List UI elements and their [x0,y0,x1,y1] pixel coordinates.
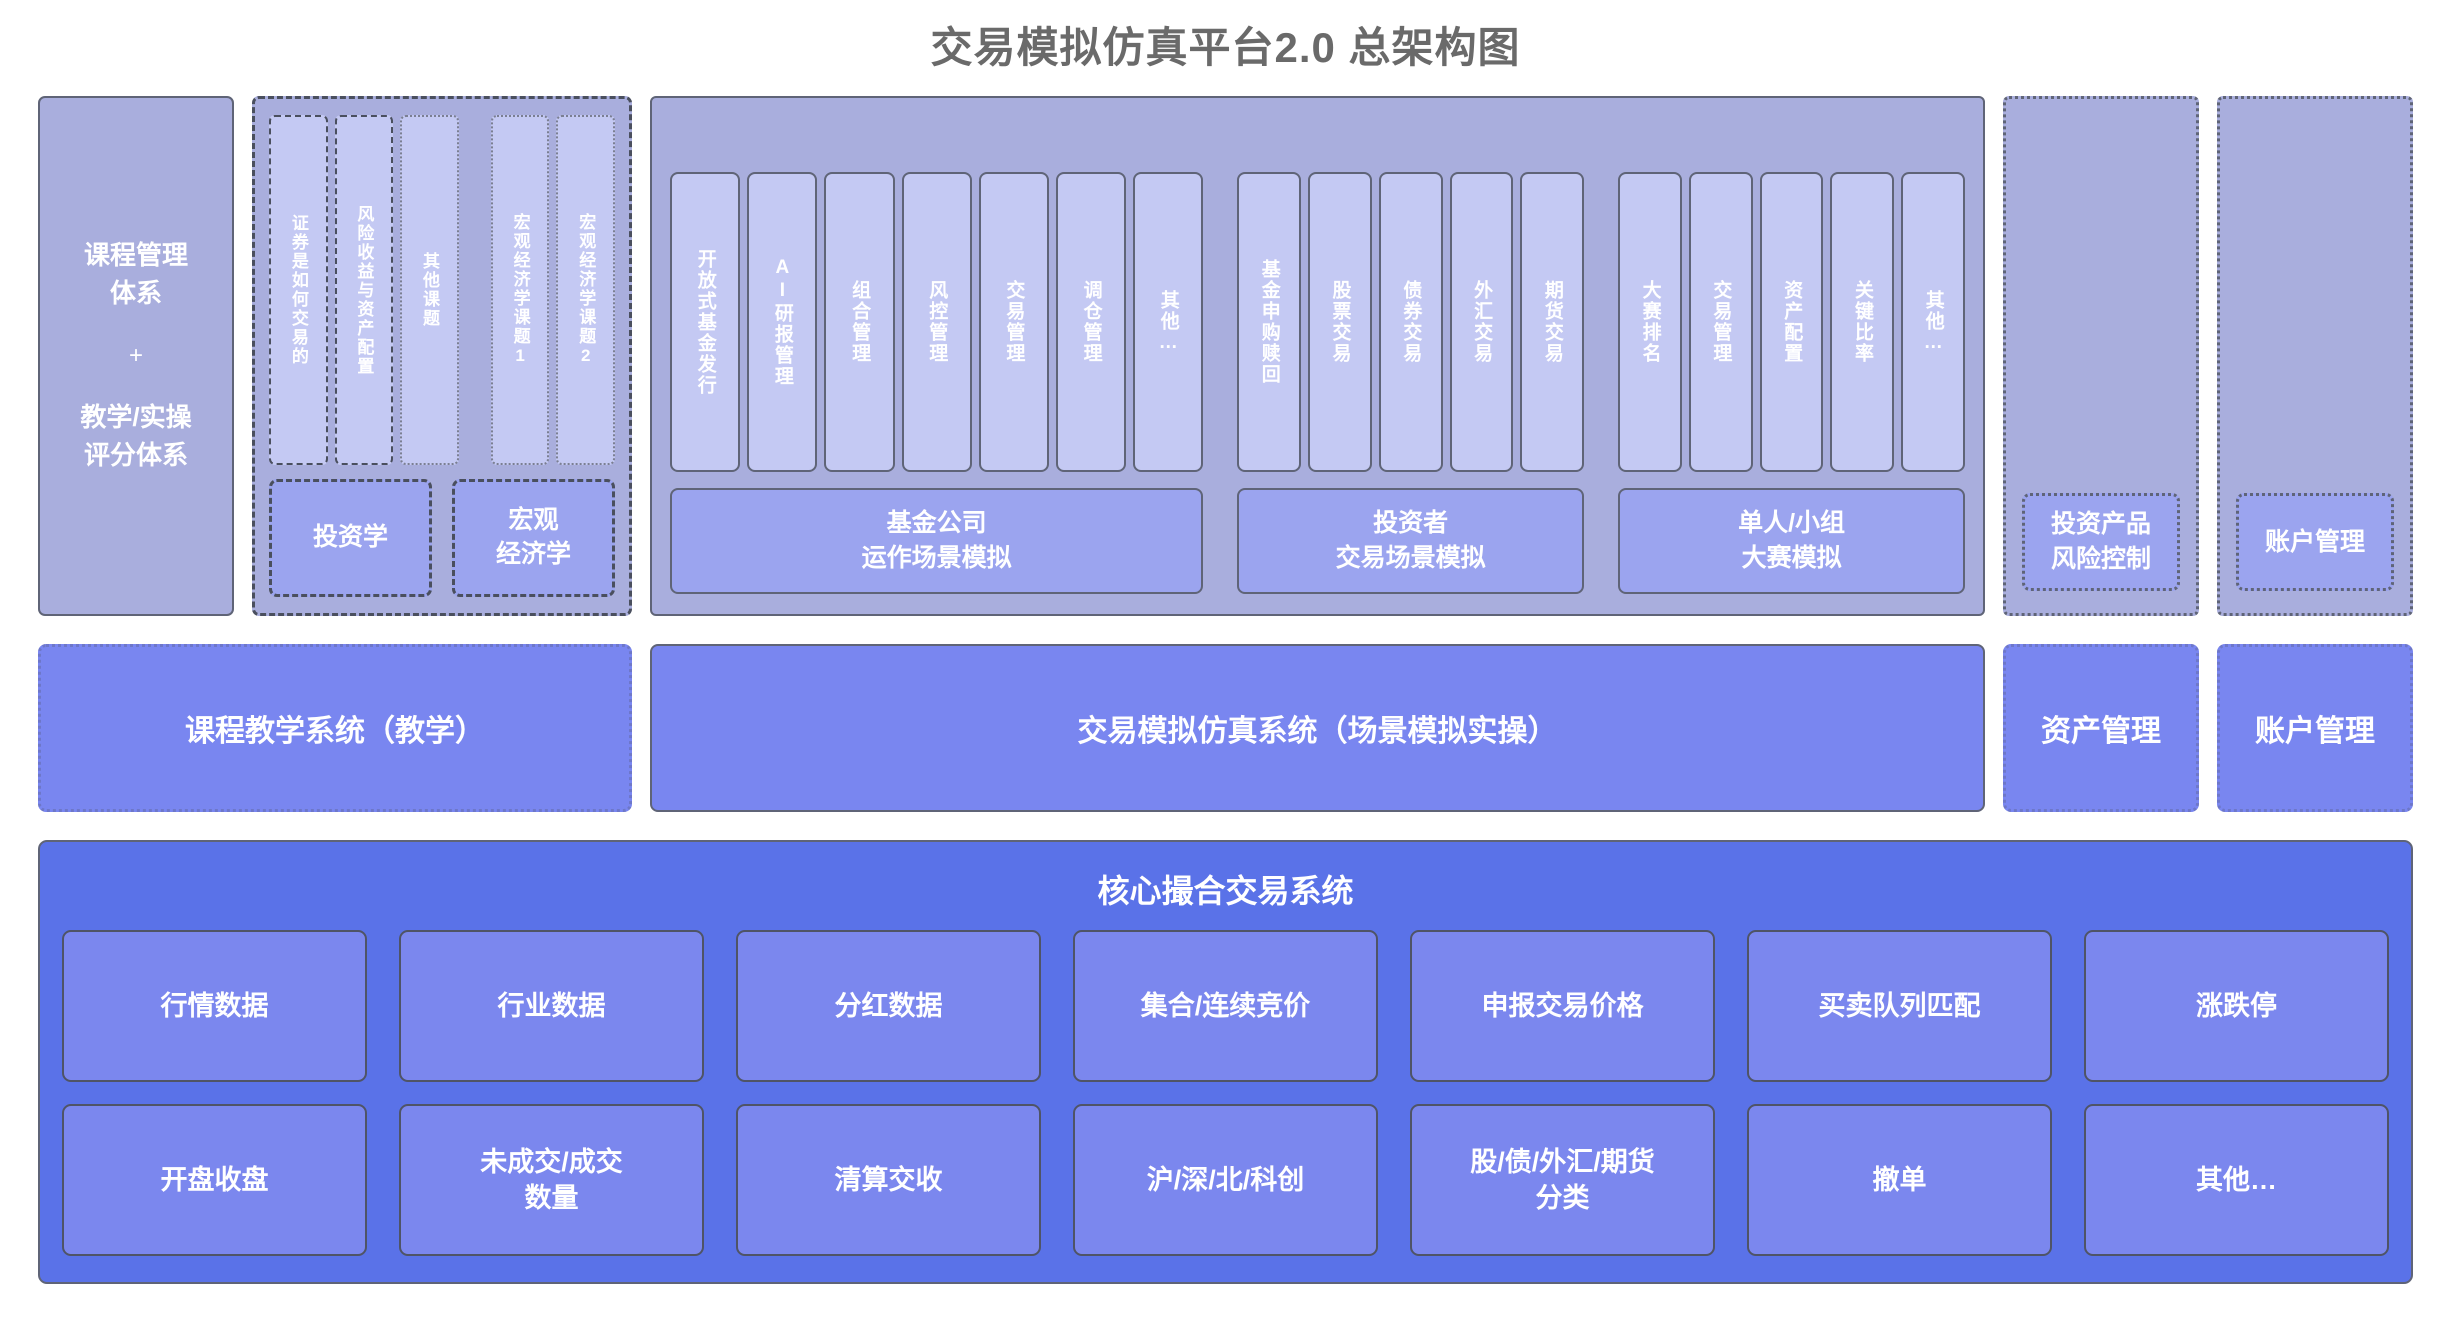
core-card[interactable]: 集合/连续竞价 [1073,930,1378,1082]
middle-account-management[interactable]: 账户管理 [2217,644,2413,812]
sim-card[interactable]: 交易管理 [978,172,1049,472]
core-system-title: 核心撮合交易系统 [1097,873,1354,909]
sim-card[interactable]: 开放式基金发行 [670,172,741,472]
sim-card[interactable]: 外汇交易 [1449,172,1514,472]
subject-card-label: 其他课题 [420,252,439,328]
caption-fund-company[interactable]: 基金公司 运作场景模拟 [670,488,1204,594]
subject-card[interactable]: 证券是如何交易的 [269,115,328,465]
sim-card-label: 资产配置 [1781,280,1803,364]
simulation-group-contest: 大赛排名 交易管理 资产配置 关键比率 其他… [1618,172,1966,472]
subject-card-list: 证券是如何交易的 风险收益与资产配置 其他课题 宏观经济学课题1 宏观经济学课题… [269,115,615,465]
core-card[interactable]: 涨跌停 [2084,930,2389,1082]
risk-control-button[interactable]: 投资产品 风险控制 [2022,493,2180,591]
sim-card-label: AI研报管理 [771,257,793,387]
sim-card-label: 股票交易 [1329,280,1351,364]
subjects-column: 证券是如何交易的 风险收益与资产配置 其他课题 宏观经济学课题1 宏观经济学课题… [252,96,632,616]
subject-card-label: 证券是如何交易的 [288,214,308,366]
account-management-column: 账户管理 [2217,96,2413,616]
subject-card-label: 宏观经济学课题2 [576,213,596,367]
core-card[interactable]: 买卖队列匹配 [1747,930,2052,1082]
simulation-card-groups: 开放式基金发行 AI研报管理 组合管理 风控管理 交易管理 调仓管理 其他… 基… [670,172,1966,472]
sim-card-label: 调仓管理 [1080,280,1102,364]
sim-card-label: 外汇交易 [1471,280,1493,364]
sim-card-label: 关键比率 [1851,280,1873,364]
sim-card[interactable]: 组合管理 [824,172,895,472]
subject-course-buttons: 投资学 宏观 经济学 [269,479,615,597]
core-card[interactable]: 撤单 [1747,1104,2052,1256]
course-management-label: 课程管理 体系 [83,240,188,308]
core-card[interactable]: 行业数据 [399,930,704,1082]
scoring-system-label: 教学/实操 评分体系 [80,402,192,471]
sim-card[interactable]: 风控管理 [901,172,972,472]
core-card[interactable]: 清算交收 [736,1104,1041,1256]
middle-layer-row: 课程教学系统（教学） 交易模拟仿真系统（场景模拟实操） 资产管理 账户管理 [0,616,2451,812]
simulation-group-captions: 基金公司 运作场景模拟 投资者 交易场景模拟 单人/小组 大赛模拟 [670,488,1966,594]
top-layer-row: 课程管理 体系 + 教学/实操 评分体系 证券是如何交易的 风险收益与资产配置 … [0,96,2451,616]
core-card[interactable]: 开盘收盘 [62,1104,367,1256]
core-card[interactable]: 沪/深/北/科创 [1073,1104,1378,1256]
account-management-button[interactable]: 账户管理 [2236,493,2394,591]
core-system-grid: 行情数据 行业数据 分红数据 集合/连续竞价 申报交易价格 买卖队列匹配 涨跌停… [62,930,2389,1256]
sim-card[interactable]: 关键比率 [1830,172,1895,472]
middle-simulation-system[interactable]: 交易模拟仿真系统（场景模拟实操） [650,644,1985,812]
sim-card[interactable]: 其他… [1901,172,1966,472]
sim-card-label: 交易管理 [1710,280,1732,364]
core-matching-system: 核心撮合交易系统 行情数据 行业数据 分红数据 集合/连续竞价 申报交易价格 买… [38,840,2413,1284]
core-row: 开盘收盘 未成交/成交 数量 清算交收 沪/深/北/科创 股/债/外汇/期货 分… [62,1104,2389,1256]
caption-investor[interactable]: 投资者 交易场景模拟 [1237,488,1585,594]
course-investment-button[interactable]: 投资学 [269,479,432,597]
core-card[interactable]: 未成交/成交 数量 [399,1104,704,1256]
sim-card-label: 债券交易 [1400,280,1422,364]
sim-card-label: 期货交易 [1541,280,1563,364]
sim-card-label: 组合管理 [849,280,871,364]
subject-card[interactable]: 宏观经济学课题2 [556,115,615,465]
sim-card[interactable]: 基金申购赎回 [1237,172,1302,472]
course-macroeconomics-button[interactable]: 宏观 经济学 [452,479,615,597]
core-row: 行情数据 行业数据 分红数据 集合/连续竞价 申报交易价格 买卖队列匹配 涨跌停 [62,930,2389,1082]
simulation-column: 开放式基金发行 AI研报管理 组合管理 风控管理 交易管理 调仓管理 其他… 基… [650,96,1985,616]
sim-card[interactable]: AI研报管理 [747,172,818,472]
spacer [466,115,484,465]
sim-card[interactable]: 调仓管理 [1055,172,1127,472]
core-card[interactable]: 股/债/外汇/期货 分类 [1410,1104,1715,1256]
sim-card-label: 风控管理 [926,280,948,364]
sim-card-label: 基金申购赎回 [1258,259,1280,385]
sim-card[interactable]: 资产配置 [1759,172,1824,472]
course-management-column[interactable]: 课程管理 体系 + 教学/实操 评分体系 [38,96,234,616]
core-card[interactable]: 行情数据 [62,930,367,1082]
core-card[interactable]: 申报交易价格 [1410,930,1715,1082]
sim-card-label: 大赛排名 [1639,280,1661,364]
subject-card[interactable]: 其他课题 [400,115,459,465]
core-card[interactable]: 分红数据 [736,930,1041,1082]
page-title: 交易模拟仿真平台2.0 总架构图 [930,24,1521,71]
subject-card-label: 风险收益与资产配置 [354,204,374,376]
middle-teaching-system[interactable]: 课程教学系统（教学） [38,644,632,812]
sim-card[interactable]: 期货交易 [1520,172,1585,472]
subject-card[interactable]: 宏观经济学课题1 [490,115,550,465]
sim-card-label: 交易管理 [1003,280,1025,364]
sim-card[interactable]: 其他… [1133,172,1204,472]
simulation-group-fund-company: 开放式基金发行 AI研报管理 组合管理 风控管理 交易管理 调仓管理 其他… [670,172,1204,472]
plus-separator: + [128,341,143,369]
risk-control-column: 投资产品 风险控制 [2003,96,2199,616]
sim-card[interactable]: 债券交易 [1378,172,1443,472]
caption-contest[interactable]: 单人/小组 大赛模拟 [1618,488,1966,594]
core-card[interactable]: 其他… [2084,1104,2389,1256]
sim-card[interactable]: 大赛排名 [1618,172,1682,472]
sim-card[interactable]: 交易管理 [1688,172,1753,472]
sim-card-label: 其他… [1922,289,1944,355]
sim-card-label: 其他… [1157,289,1179,355]
middle-asset-management[interactable]: 资产管理 [2003,644,2199,812]
sim-card-label: 开放式基金发行 [694,248,716,396]
subject-card-label: 宏观经济学课题1 [510,213,530,367]
simulation-group-investor: 基金申购赎回 股票交易 债券交易 外汇交易 期货交易 [1237,172,1585,472]
subject-card[interactable]: 风险收益与资产配置 [334,115,394,465]
sim-card[interactable]: 股票交易 [1308,172,1372,472]
